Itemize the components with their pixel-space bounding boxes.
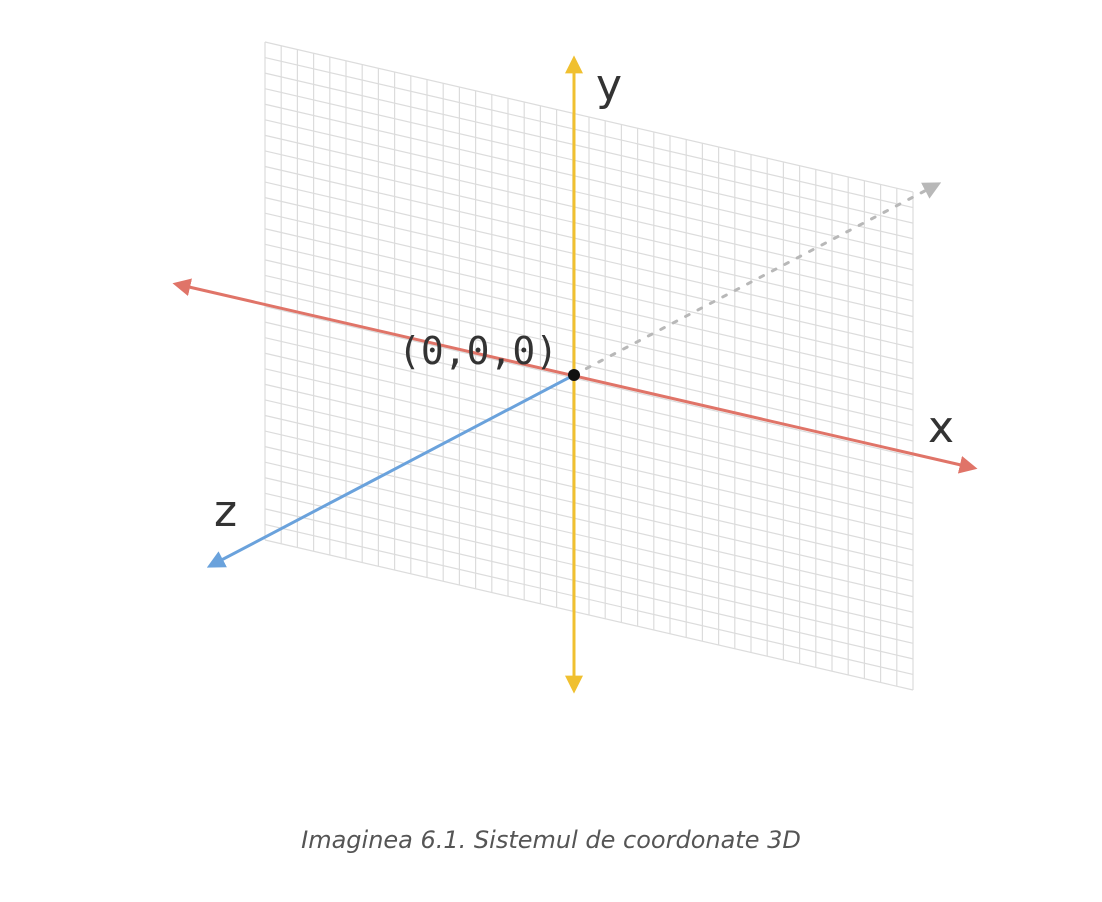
depth-axis-dashed — [572, 182, 942, 377]
grid-line-horizontal — [264, 508, 914, 660]
figure-caption: Imaginea 6.1. Sistemul de coordonate 3D — [301, 826, 801, 854]
grid-line-horizontal — [264, 41, 914, 193]
grid-line-horizontal — [264, 477, 914, 629]
grid-line-horizontal — [264, 72, 914, 224]
grid-line-horizontal — [264, 103, 914, 255]
grid-line-horizontal — [264, 119, 914, 271]
z-axis-label: z — [214, 486, 237, 537]
grid-line-horizontal — [264, 150, 914, 302]
grid-line-horizontal — [264, 539, 914, 691]
origin-point — [568, 369, 580, 381]
grid-line-horizontal — [264, 523, 914, 676]
grid-line-horizontal — [264, 88, 914, 240]
grid-line-horizontal — [264, 134, 914, 286]
y-axis-label: y — [596, 60, 622, 111]
origin-label: (0,0,0) — [398, 329, 558, 373]
grid-line-horizontal — [264, 461, 914, 613]
grid-line-horizontal — [264, 56, 914, 209]
x-axis-label: x — [928, 402, 954, 453]
grid-line-horizontal — [264, 492, 914, 644]
